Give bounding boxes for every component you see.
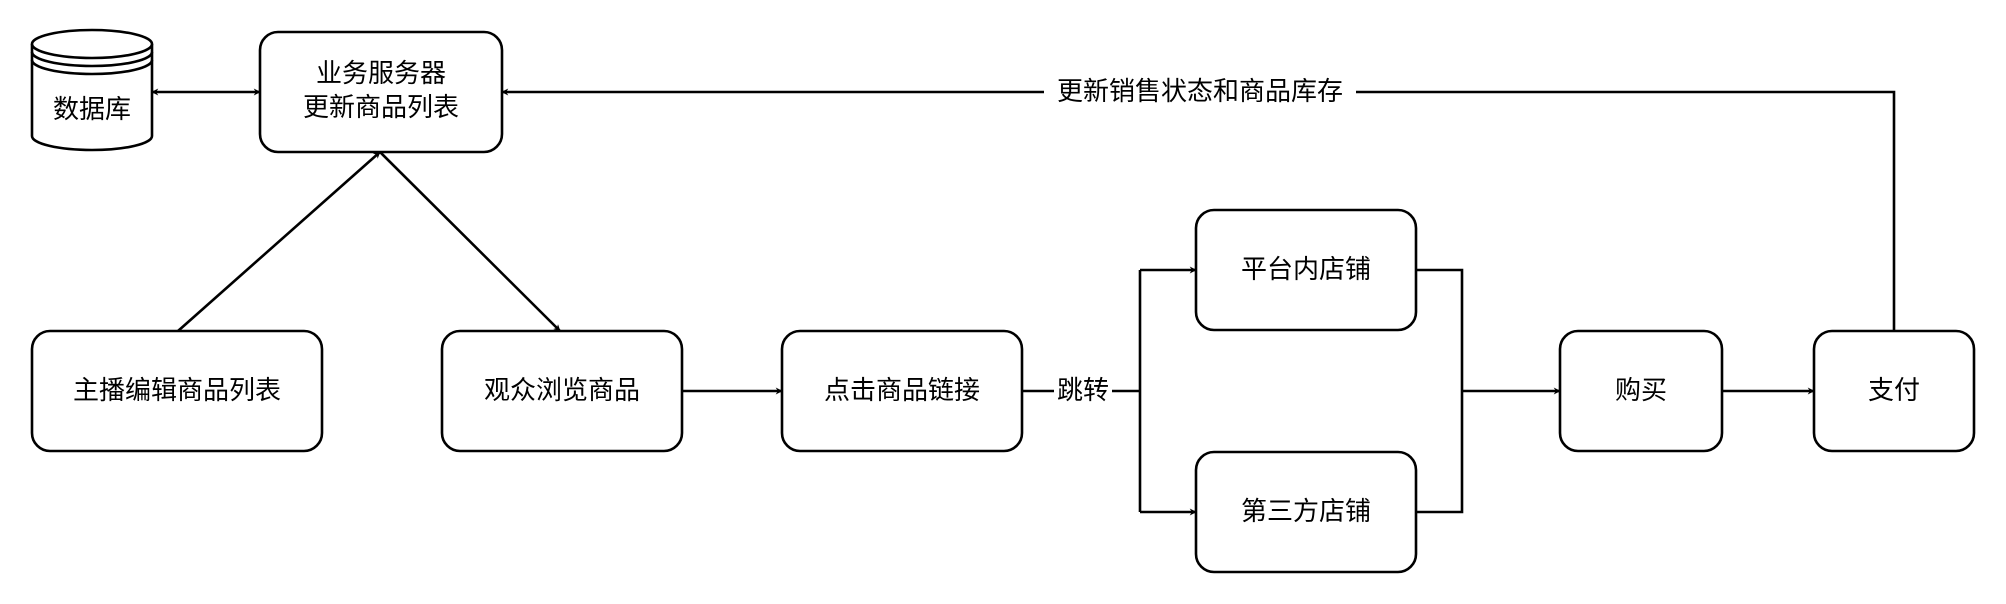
database-ring-1 (30, 51, 154, 68)
edge-label-update-bg (1044, 74, 1356, 110)
node-third-party-store: 第三方店铺 (1194, 450, 1418, 574)
node-database: 数据库 (30, 28, 154, 152)
server-label-line1: 业务服务器 (316, 59, 446, 89)
anchor-edit-box (30, 329, 324, 453)
purchase-label: 购买 (1615, 376, 1667, 406)
node-server: 业务服务器 更新商品列表 (258, 30, 504, 154)
edge-label-update-group: 更新销售状态和商品库存 (1044, 74, 1356, 110)
edge-third-party-store-to-merge (1416, 391, 1464, 514)
pay-box (1812, 329, 1976, 453)
click-link-box (780, 329, 1024, 453)
viewer-browse-label: 观众浏览商品 (484, 376, 640, 406)
edge-server-to-viewer-browse (379, 151, 561, 332)
server-box (258, 30, 504, 154)
edge-label-jump-bg (1054, 374, 1112, 408)
edge-label-jump-group: 跳转 (1054, 374, 1112, 408)
edge-label-update: 更新销售状态和商品库存 (1057, 77, 1343, 107)
purchase-box (1558, 329, 1724, 453)
edge-anchor-edit-to-server (177, 151, 381, 332)
database-label: 数据库 (53, 95, 131, 125)
third-party-store-label: 第三方店铺 (1241, 497, 1371, 527)
third-party-store-box (1194, 450, 1418, 574)
node-platform-store: 平台内店铺 (1194, 208, 1418, 332)
database-ring-2 (30, 59, 154, 76)
edge-pay-to-server (501, 88, 1896, 331)
pay-label: 支付 (1868, 376, 1920, 406)
platform-store-box (1194, 208, 1418, 332)
server-label-line2: 更新商品列表 (303, 93, 459, 123)
database-cylinder-body (30, 44, 154, 152)
database-cylinder-top (30, 28, 154, 60)
click-link-label: 点击商品链接 (824, 376, 980, 406)
node-purchase: 购买 (1558, 329, 1724, 453)
anchor-edit-label: 主播编辑商品列表 (73, 376, 281, 406)
edge-label-jump: 跳转 (1057, 376, 1109, 406)
viewer-browse-box (440, 329, 684, 453)
platform-store-label: 平台内店铺 (1241, 255, 1371, 285)
node-click-link: 点击商品链接 (780, 329, 1024, 453)
edge-platform-store-to-merge (1416, 268, 1464, 391)
node-anchor-edit: 主播编辑商品列表 (30, 329, 324, 453)
node-viewer-browse: 观众浏览商品 (440, 329, 684, 453)
node-pay: 支付 (1812, 329, 1976, 453)
